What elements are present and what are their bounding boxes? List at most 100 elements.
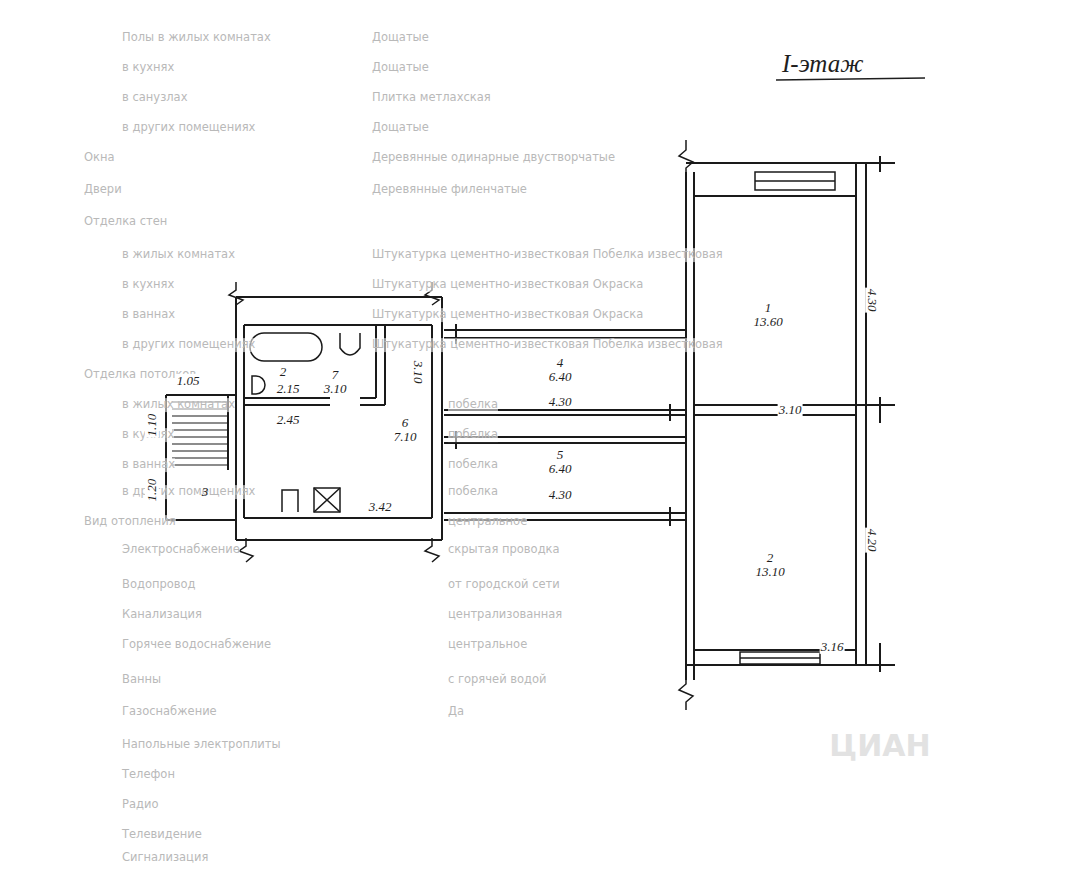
table-text: Напольные электроплиты <box>122 738 281 752</box>
table-text: Канализация <box>122 608 202 622</box>
table-text: Горячее водоснабжение <box>122 638 271 652</box>
table-text: Полы в жилых комнатах <box>122 31 271 45</box>
table-text: Телефон <box>122 768 175 782</box>
table-text: в других помещениях <box>122 338 255 352</box>
table-text: Деревянные филенчатые <box>372 183 527 197</box>
wall-line <box>432 297 442 540</box>
room-area: 7.10 <box>394 430 417 444</box>
room-label: 46.40 <box>547 355 574 386</box>
table-text: Штукатурка цементно-известковая Окраска <box>372 308 643 322</box>
dimension: 4.30 <box>548 395 573 409</box>
dimension: 3.10 <box>778 403 803 417</box>
room-number: 4 <box>549 356 572 370</box>
wall-line <box>686 163 895 196</box>
dimension: 4.30 <box>865 288 879 313</box>
room-number: 6 <box>394 416 417 430</box>
room-label: 56.40 <box>547 447 574 478</box>
window-symbol <box>755 172 835 190</box>
table-text: Отделка стен <box>84 215 167 229</box>
table-text: Плитка метлахская <box>372 91 491 105</box>
fixture-symbol <box>250 333 360 512</box>
fixture-symbol <box>314 488 340 512</box>
table-text: Дощатые <box>372 61 429 75</box>
break-symbol <box>229 140 693 710</box>
break-symbol <box>229 282 243 305</box>
break-symbol <box>239 538 253 562</box>
dimension: 4.20 <box>865 528 879 553</box>
table-text: от городской сети <box>448 578 560 592</box>
table-text: в кухнях <box>122 61 174 75</box>
fixture-symbol <box>252 376 265 394</box>
wall-line <box>444 330 686 338</box>
break-symbol <box>679 140 693 175</box>
room-label: 67.10 <box>392 415 419 446</box>
room-area: 6.40 <box>549 370 572 384</box>
table-text: Штукатурка цементно-известковая Побелка … <box>372 338 723 352</box>
table-text: побелка <box>448 398 498 412</box>
table-text: в ваннах <box>122 308 175 322</box>
dimension: 3.42 <box>368 500 393 514</box>
table-text: с горячей водой <box>448 673 547 687</box>
break-symbol <box>679 676 693 710</box>
room-number: 2 <box>755 551 784 565</box>
table-text: в других помещениях <box>122 485 255 499</box>
table-text: Электроснабжение <box>122 543 240 557</box>
table-text: Штукатурка цементно-известковая Окраска <box>372 278 643 292</box>
room-area: 13.10 <box>755 565 784 579</box>
title-underline <box>776 78 925 80</box>
window-symbol <box>740 657 820 659</box>
dimension: 1.05 <box>176 374 201 388</box>
table-text: Окна <box>84 151 115 165</box>
room-number: 1 <box>753 301 782 315</box>
fixture-symbol <box>282 490 298 512</box>
table-text: в ваннах <box>122 458 175 472</box>
table-text: Ванны <box>122 673 161 687</box>
dimension: 2.15 <box>276 382 301 396</box>
floor-title: I-этаж <box>782 50 863 78</box>
dimension: 4.30 <box>548 488 573 502</box>
room-number: 3 <box>202 485 209 499</box>
room-area: 3.10 <box>324 382 347 396</box>
fixture-symbol <box>314 488 340 512</box>
table-text: Деревянные одинарные двустворчатые <box>372 151 615 165</box>
wall-line <box>166 156 895 680</box>
dimension: 1.20 <box>145 478 159 503</box>
table-text: Штукатурка цементно-известковая Побелка … <box>372 248 723 262</box>
wall-line <box>236 297 244 540</box>
table-text: побелка <box>448 458 498 472</box>
table-text: Вид отопления <box>84 515 176 529</box>
table-text: побелка <box>448 485 498 499</box>
window-symbol <box>755 180 835 182</box>
table-text: Дощатые <box>372 121 429 135</box>
table-text: Двери <box>84 183 122 197</box>
room-number: 5 <box>549 448 572 462</box>
table-text: в жилых комнатах <box>122 248 235 262</box>
watermark: ЦИАН <box>829 728 930 763</box>
table-text: Газоснабжение <box>122 705 217 719</box>
wall-line <box>856 163 866 665</box>
dimension: 2.45 <box>276 413 301 427</box>
wall-line <box>686 156 895 672</box>
table-text: Сигнализация <box>122 851 208 865</box>
dimension: 3.10 <box>411 360 425 385</box>
wall-line <box>236 518 442 540</box>
room-label: 213.10 <box>753 550 786 581</box>
table-text: Телевидение <box>122 828 202 842</box>
window-symbol <box>740 172 835 664</box>
dimension: 1.10 <box>145 413 159 438</box>
table-text: в кухнях <box>122 278 174 292</box>
room-area: 13.60 <box>753 315 782 329</box>
room-area: 6.40 <box>549 462 572 476</box>
table-text: в других помещениях <box>122 121 255 135</box>
wall-line <box>244 398 385 405</box>
table-text: централизованная <box>448 608 562 622</box>
table-text: в санузлах <box>122 91 187 105</box>
wall-line <box>376 325 385 405</box>
table-text: в жилых комнатах <box>122 398 235 412</box>
table-text: центральное <box>448 515 527 529</box>
dimension: 3.16 <box>820 640 845 654</box>
table-text: скрытая проводка <box>448 543 560 557</box>
room-label: 113.60 <box>751 300 784 331</box>
table-text: побелка <box>448 428 498 442</box>
